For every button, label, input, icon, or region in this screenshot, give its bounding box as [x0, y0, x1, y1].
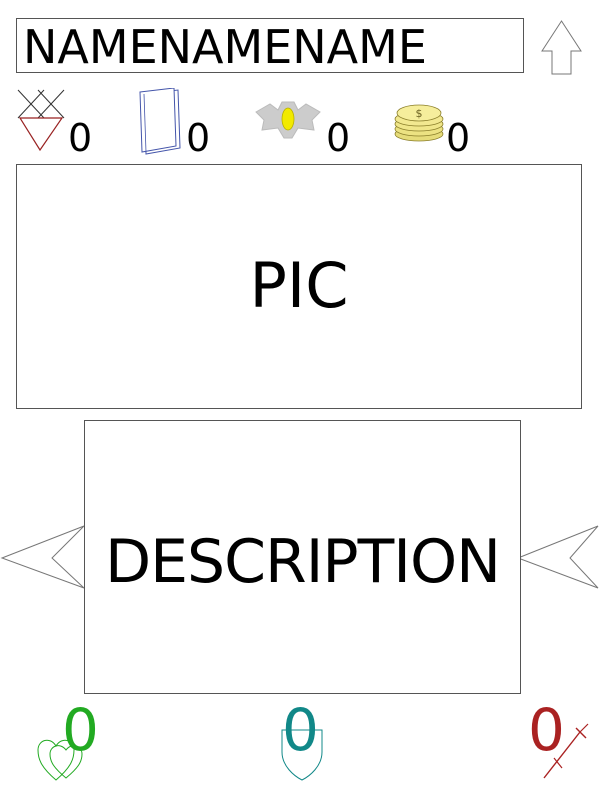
up-arrow-button[interactable] — [540, 19, 583, 75]
health-count: 0 — [62, 696, 99, 764]
triangle-fork-icon — [17, 89, 65, 152]
heart-icon — [37, 739, 83, 781]
sword-icon — [543, 723, 589, 779]
picture-area: PIC — [16, 164, 582, 409]
coin-stack-icon: $ — [394, 104, 444, 142]
next-arrow-button[interactable] — [516, 524, 600, 590]
previous-arrow-button[interactable] — [0, 524, 86, 590]
description-label: DESCRIPTION — [104, 527, 501, 597]
gem-mount-icon — [255, 101, 321, 139]
name-box: NAMENAMENAME — [16, 18, 524, 74]
resource-count-4: 0 — [446, 116, 471, 160]
description-area: DESCRIPTION — [84, 420, 521, 694]
card-name: NAMENAMENAME — [23, 20, 427, 74]
resource-count-1: 0 — [68, 116, 93, 160]
attack-count: 0 — [528, 696, 565, 764]
svg-text:$: $ — [416, 107, 423, 120]
shield-icon — [281, 729, 323, 781]
picture-label: PIC — [249, 249, 349, 322]
book-icon — [139, 88, 181, 155]
resource-count-3: 0 — [326, 116, 351, 160]
resource-count-2: 0 — [186, 116, 211, 160]
defense-count: 0 — [282, 696, 319, 764]
